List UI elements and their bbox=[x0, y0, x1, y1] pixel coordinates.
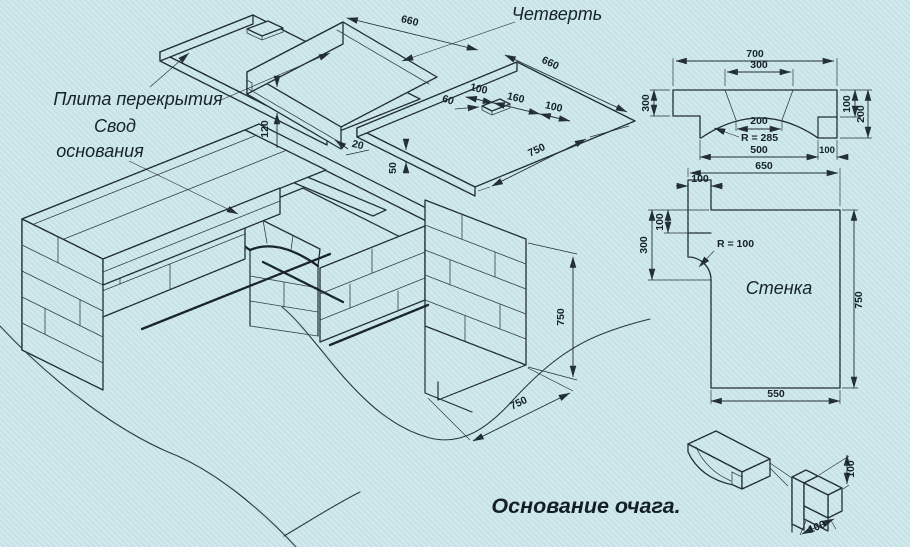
dim-text: 660 bbox=[540, 54, 561, 72]
dim-text: 100 bbox=[845, 460, 857, 478]
figure-caption: Основание очага. bbox=[491, 494, 680, 518]
dim-text: 300 bbox=[640, 94, 652, 112]
vault-label-line1: Свод bbox=[94, 116, 136, 136]
dim-text: 160 bbox=[506, 90, 526, 106]
cover-plate-label: Плита перекрытия bbox=[53, 89, 223, 109]
dim-text: 100 bbox=[469, 81, 489, 97]
dim-text: 650 bbox=[755, 160, 773, 172]
dim-text: 750 bbox=[853, 291, 865, 309]
dim-text: 300 bbox=[638, 236, 650, 254]
dim-text: 550 bbox=[767, 388, 785, 400]
iso-dimensions: 660 660 100 160 100 60 50 120 20 750 750… bbox=[259, 13, 630, 442]
dim-text: 500 bbox=[750, 144, 768, 156]
dim-text: 100 bbox=[654, 213, 666, 231]
right-wall bbox=[424, 199, 527, 413]
right-chamber-inner-face bbox=[319, 225, 426, 343]
left-wall bbox=[21, 129, 327, 391]
floor-edges bbox=[140, 252, 430, 347]
dim-text: 100 bbox=[841, 95, 853, 113]
dim-text: 700 bbox=[746, 48, 764, 60]
leader-plate-a bbox=[149, 52, 190, 88]
dim-text: 20 bbox=[351, 138, 365, 153]
dim-text: 100 bbox=[819, 145, 835, 156]
vault-label-line2: основания bbox=[56, 141, 144, 161]
dim-text: 100 bbox=[544, 99, 564, 115]
leader-quarter bbox=[401, 21, 516, 62]
dim-text: 50 bbox=[387, 162, 399, 174]
cover-plate-b bbox=[246, 21, 438, 150]
hearth-base-isometric bbox=[21, 123, 527, 413]
wall-side-view: 650 100 100 300 R = 100 750 550 Стенка bbox=[638, 160, 865, 405]
dim-text: 200 bbox=[750, 115, 768, 127]
joint-detail-view: 100 100 bbox=[687, 430, 857, 536]
dim-text: 660 bbox=[400, 13, 420, 29]
vault-front-view: 700 300 300 200 R = 285 500 100 100 200 bbox=[640, 48, 872, 161]
dim-text: 60 bbox=[441, 93, 456, 108]
quarter-label: Четверть bbox=[512, 4, 602, 24]
radius-label: R = 100 bbox=[717, 238, 754, 250]
vault-end-detail bbox=[687, 430, 793, 490]
leader-vault bbox=[128, 160, 239, 215]
dim-text: 750 bbox=[508, 394, 529, 413]
dim-text: 120 bbox=[259, 120, 271, 138]
wall-label: Стенка bbox=[746, 278, 812, 298]
dim-text: 100 bbox=[691, 173, 709, 185]
dim-text: 200 bbox=[855, 105, 867, 123]
dim-text: 300 bbox=[750, 59, 768, 71]
wall-corner-detail: 100 100 bbox=[791, 454, 857, 536]
iso-annotations: Плита перекрытия Свод основания Четверть bbox=[53, 4, 602, 215]
dim-text: 750 bbox=[555, 308, 567, 326]
radius-label: R = 285 bbox=[741, 132, 778, 144]
